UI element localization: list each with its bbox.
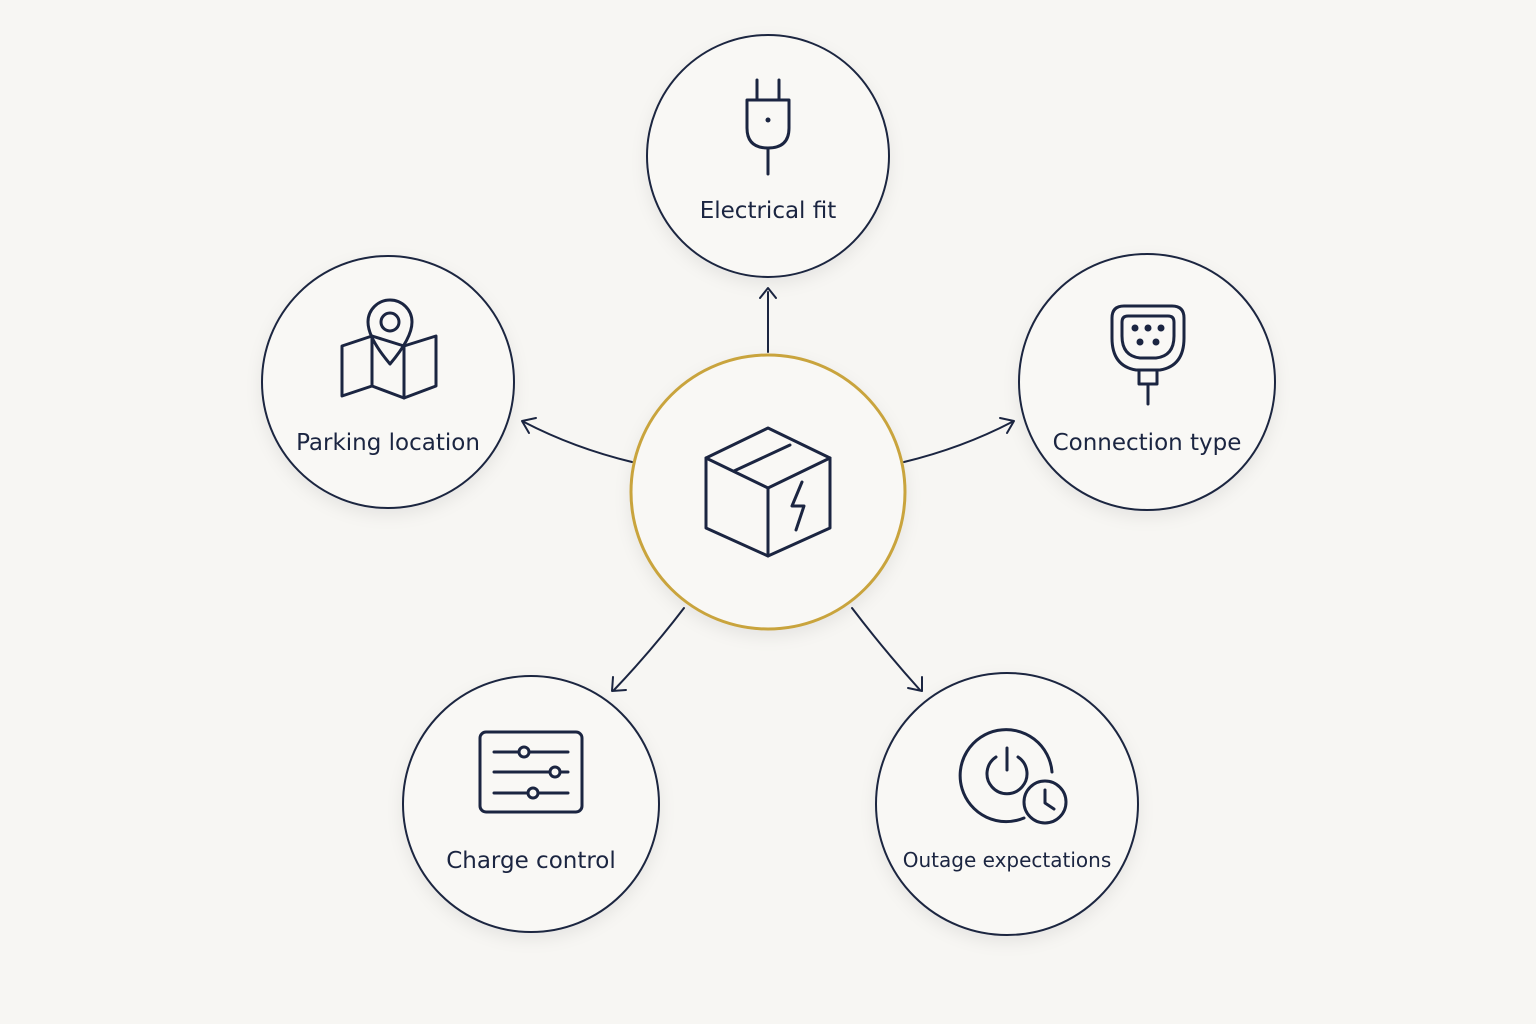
plug-icon — [745, 78, 791, 176]
map-pin-icon — [340, 298, 438, 400]
connector-to-electrical-fit — [759, 287, 777, 353]
sliders-icon — [478, 730, 584, 814]
connector-to-connection-type — [903, 417, 1015, 463]
power-clock-icon — [958, 728, 1068, 825]
electrical-fit-label: Electrical fit — [700, 198, 837, 224]
connection-type-label: Connection type — [1053, 430, 1242, 456]
node-charge-control: Charge control — [402, 675, 660, 933]
node-connection-type: Connection type — [1018, 253, 1276, 511]
connector-to-parking-location — [521, 417, 633, 463]
charging-box-icon — [704, 426, 832, 558]
connector-to-charge-control — [611, 607, 685, 692]
node-outage-expectations: Outage expectations — [875, 672, 1139, 936]
hub-node — [629, 353, 907, 631]
parking-location-label: Parking location — [296, 430, 480, 456]
node-parking-location: Parking location — [261, 255, 515, 509]
connector-to-outage-expectations — [851, 607, 923, 692]
charge-control-label: Charge control — [446, 848, 616, 874]
connectors — [521, 287, 1015, 692]
node-electrical-fit: Electrical fit — [646, 34, 890, 278]
ev-connector-icon — [1110, 304, 1186, 406]
outage-expectations-label: Outage expectations — [903, 848, 1112, 872]
